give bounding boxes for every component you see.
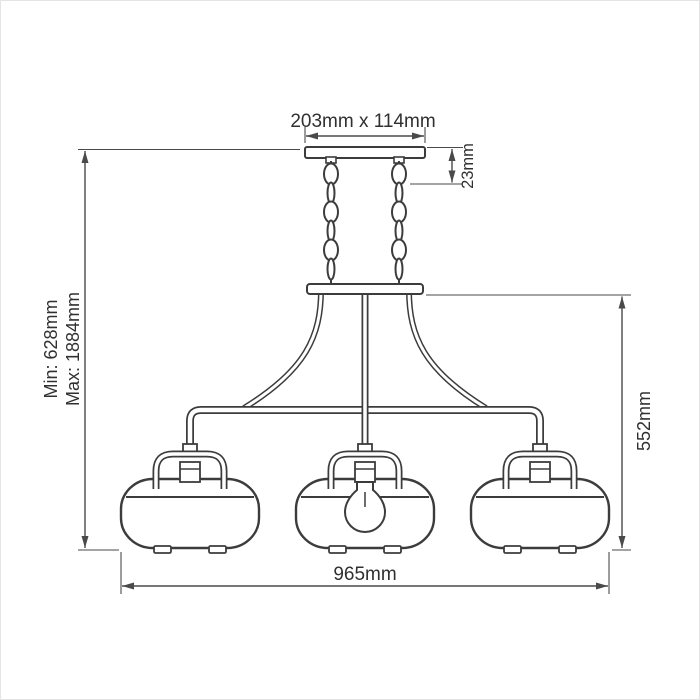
scroll-arm-right (406, 289, 488, 411)
dim-arrow (618, 296, 626, 309)
dim-arrow (596, 582, 608, 590)
max-height-label: Max: 1884mm (63, 292, 83, 406)
chain-link (391, 238, 407, 262)
shade-foot (503, 545, 522, 554)
chain-link (391, 200, 407, 224)
chain-link (394, 257, 404, 281)
chain-link (326, 181, 336, 205)
lamp-right (469, 443, 611, 554)
shade-foot (328, 545, 347, 554)
canopy-plate (304, 146, 426, 159)
shade-foot (153, 545, 172, 554)
glass-shade (119, 477, 261, 550)
lamp-socket (354, 461, 376, 483)
chain-link (391, 162, 407, 186)
chandelier-drawing (119, 146, 611, 554)
dim-arrow (448, 149, 456, 161)
dim-arrow (412, 132, 424, 140)
chain-link (323, 238, 339, 262)
chain-link (394, 181, 404, 205)
dim-arrow (122, 582, 134, 590)
glass-shade (469, 477, 611, 550)
lamp-socket (529, 461, 551, 483)
lamp-left (119, 443, 261, 554)
shade-foot (383, 545, 402, 554)
shade-foot (208, 545, 227, 554)
ceiling-canopy (304, 146, 426, 164)
dimension-fixture-width: 965mm (120, 552, 610, 594)
fixture-width-label: 965mm (333, 564, 396, 585)
dimension-overall-height: Min: 628mm Max: 1884mm (41, 148, 300, 551)
dim-arrow (306, 132, 318, 140)
dim-arrow (448, 170, 456, 183)
dim-arrow (618, 536, 626, 548)
dimension-canopy-depth: 23mm (410, 143, 477, 189)
fixture-height-label: 552mm (634, 391, 654, 451)
canopy-size-label: 203mm x 114mm (290, 111, 435, 132)
dimension-fixture-height: 552mm (426, 294, 654, 551)
chain-link (326, 257, 336, 281)
dim-arrow (81, 151, 89, 163)
chain-link (326, 219, 336, 243)
canopy-depth-label: 23mm (459, 143, 477, 189)
dimension-canopy-width: 203mm x 114mm (290, 111, 436, 143)
shade-foot (558, 545, 577, 554)
chain-link (323, 200, 339, 224)
scroll-arm-left (242, 289, 324, 411)
suspension-chain-right (391, 161, 407, 285)
lamp-socket (179, 461, 201, 483)
chain-link (323, 162, 339, 186)
min-height-label: Min: 628mm (41, 299, 61, 398)
scroll-arms (242, 289, 488, 411)
lamp-center (294, 443, 436, 554)
body-plate (306, 283, 424, 295)
suspension-chain-left (323, 161, 339, 285)
dim-arrow (81, 536, 89, 548)
chain-link (394, 219, 404, 243)
